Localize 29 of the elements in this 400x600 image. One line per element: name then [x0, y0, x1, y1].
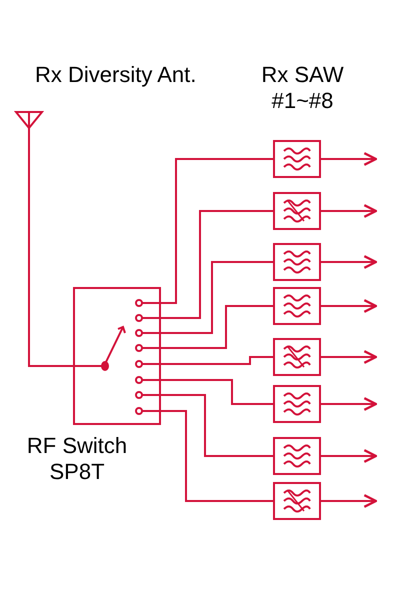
arrow — [321, 204, 378, 218]
antenna-icon — [14, 110, 44, 138]
arrow — [321, 449, 378, 463]
arrow — [321, 299, 378, 313]
saw-filter-box — [273, 437, 321, 475]
connector-line — [161, 305, 273, 349]
saw-filter-box — [273, 338, 321, 376]
connector-line — [161, 394, 273, 457]
saw-filter-box — [273, 287, 321, 325]
saw-filter-box — [273, 385, 321, 423]
arrow — [321, 152, 378, 166]
arrow — [321, 350, 378, 364]
switch-label: RF Switch SP8T — [26, 433, 128, 485]
saw-filter-box — [273, 243, 321, 281]
connector-line — [28, 138, 73, 367]
arrow — [321, 397, 378, 411]
saw-filter-box — [273, 482, 321, 520]
arrow — [321, 255, 378, 269]
connector-line — [161, 261, 273, 334]
connector-line — [161, 379, 273, 405]
saw-filter-box — [273, 140, 321, 178]
connector-line — [161, 356, 273, 365]
arrow — [321, 494, 378, 508]
connector-line — [161, 210, 273, 319]
antenna-label: Rx Diversity Ant. — [35, 62, 196, 88]
saw-filter-box — [273, 192, 321, 230]
connector-line — [161, 158, 273, 304]
saw-label: Rx SAW #1~#8 — [260, 62, 345, 114]
connector-line — [161, 410, 273, 502]
